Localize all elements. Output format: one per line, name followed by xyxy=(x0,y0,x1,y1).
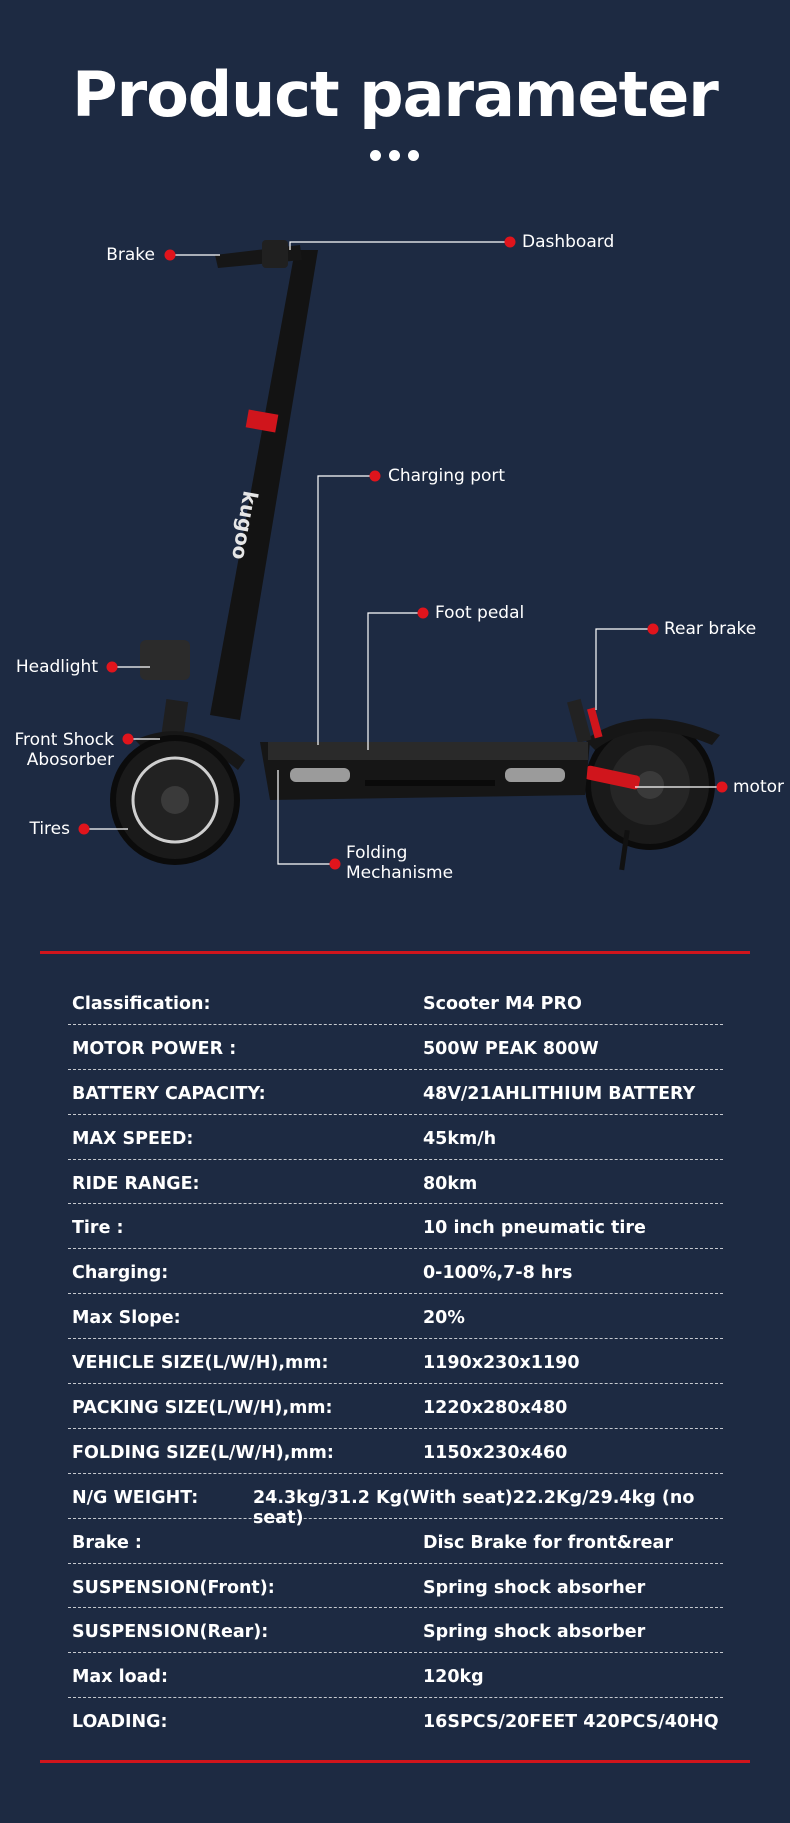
stem-icon xyxy=(210,250,318,720)
spec-row: Classification: Scooter M4 PRO xyxy=(68,980,723,1025)
scooter-illustration: kugoo xyxy=(78,236,728,871)
label-folding: Folding Mechanisme xyxy=(346,843,453,883)
label-brake: Brake xyxy=(106,245,155,265)
spec-key: N/G WEIGHT: xyxy=(72,1487,199,1508)
spec-value: Disc Brake for front&rear xyxy=(423,1532,673,1553)
spec-row: SUSPENSION(Front): Spring shock absorher xyxy=(68,1564,723,1609)
spec-value: 45km/h xyxy=(423,1128,497,1149)
spec-row: LOADING: 16SPCS/20FEET 420PCS/40HQ xyxy=(68,1698,723,1742)
divider-top xyxy=(40,951,750,954)
rear-wheel-icon xyxy=(585,720,715,850)
spec-value: Spring shock absorber xyxy=(423,1622,646,1643)
spec-row: PACKING SIZE(L/W/H),mm: 1220x280x480 xyxy=(68,1384,723,1429)
spec-value: 500W PEAK 800W xyxy=(423,1038,599,1059)
rear-suspension-icon xyxy=(584,765,641,790)
scooter-diagram: kugoo xyxy=(0,0,790,900)
spec-key: Max Slope: xyxy=(72,1308,181,1329)
spec-value: Scooter M4 PRO xyxy=(423,994,582,1014)
spec-key: SUSPENSION(Rear): xyxy=(72,1622,269,1643)
spec-row: RIDE RANGE: 80km xyxy=(68,1160,723,1205)
spec-value: 24.3kg/31.2 Kg(With seat)22.2Kg/29.4kg (… xyxy=(253,1487,695,1528)
spec-row: FOLDING SIZE(L/W/H),mm: 1150x230x460 xyxy=(68,1429,723,1474)
label-front-shock: Front Shock Abosorber xyxy=(0,730,114,770)
spec-key: Max load: xyxy=(72,1667,168,1688)
spec-key: Brake : xyxy=(72,1532,142,1553)
rear-brake-icon xyxy=(567,698,592,744)
spec-row: Tire : 10 inch pneumatic tire xyxy=(68,1204,723,1250)
spec-key: Classification: xyxy=(72,994,211,1014)
spec-value: 120kg xyxy=(423,1667,484,1688)
spec-key: PACKING SIZE(L/W/H),mm: xyxy=(72,1398,333,1419)
dot-icon xyxy=(408,150,419,161)
spec-value: 16SPCS/20FEET 420PCS/40HQ xyxy=(423,1712,719,1733)
spec-key: BATTERY CAPACITY: xyxy=(72,1083,266,1104)
label-tires: Tires xyxy=(29,819,70,839)
rear-fender-icon xyxy=(585,718,720,750)
label-front-shock-line2: Abosorber xyxy=(26,750,114,770)
spec-key: SUSPENSION(Front): xyxy=(72,1577,275,1598)
spec-row: Brake : Disc Brake for front&rear xyxy=(68,1519,723,1564)
label-motor: motor xyxy=(733,777,785,797)
spec-value: 10 inch pneumatic tire xyxy=(423,1218,646,1239)
spec-row: MOTOR POWER : 500W PEAK 800W xyxy=(68,1025,723,1070)
divider-bottom xyxy=(40,1760,750,1763)
spec-row: SUSPENSION(Rear): Spring shock absorber xyxy=(68,1608,723,1654)
label-front-shock-line1: Front Shock xyxy=(14,730,114,750)
front-wheel-icon xyxy=(110,735,240,865)
spec-key: RIDE RANGE: xyxy=(72,1173,200,1194)
spec-row: Max Slope: 20% xyxy=(68,1294,723,1340)
headlight-icon xyxy=(140,640,190,680)
dot-icon xyxy=(370,150,381,161)
spec-key: Tire : xyxy=(72,1218,124,1239)
label-charging-port: Charging port xyxy=(388,466,506,486)
spec-value: 0-100%,7-8 hrs xyxy=(423,1263,573,1284)
spec-key: VEHICLE SIZE(L/W/H),mm: xyxy=(72,1353,329,1374)
spec-row: MAX SPEED: 45km/h xyxy=(68,1115,723,1160)
spec-row: Max load: 120kg xyxy=(68,1653,723,1699)
spec-table: Classification: Scooter M4 PRO MOTOR POWE… xyxy=(68,980,723,1742)
spec-value: 80km xyxy=(423,1173,478,1194)
decorative-dots xyxy=(370,150,422,162)
spec-value: 20% xyxy=(423,1308,465,1329)
handlebar-icon xyxy=(215,245,302,268)
spec-row: Charging: 0-100%,7-8 hrs xyxy=(68,1249,723,1295)
label-folding-line2: Mechanisme xyxy=(346,863,454,883)
label-foot-pedal: Foot pedal xyxy=(435,603,525,623)
spec-row: N/G WEIGHT: 24.3kg/31.2 Kg(With seat)22.2… xyxy=(68,1474,723,1528)
spec-key: FOLDING SIZE(L/W/H),mm: xyxy=(72,1442,334,1463)
label-rear-brake: Rear brake xyxy=(664,619,757,639)
spec-row: BATTERY CAPACITY: 48V/21AHLITHIUM BATTERY xyxy=(68,1070,723,1115)
spec-value: Spring shock absorher xyxy=(423,1577,646,1598)
spec-value: 1150x230x460 xyxy=(423,1442,568,1463)
dot-icon xyxy=(389,150,400,161)
spec-value: 1190x230x1190 xyxy=(423,1353,580,1374)
label-headlight: Headlight xyxy=(15,657,98,677)
spec-key: LOADING: xyxy=(72,1712,168,1733)
label-dashboard: Dashboard xyxy=(522,232,615,252)
spec-value: 48V/21AHLITHIUM BATTERY xyxy=(423,1083,696,1104)
label-folding-line1: Folding xyxy=(346,843,408,863)
page-title: Product parameter xyxy=(72,58,719,131)
spec-key: MAX SPEED: xyxy=(72,1128,194,1149)
spec-key: MOTOR POWER : xyxy=(72,1038,237,1059)
spec-value: 1220x280x480 xyxy=(423,1398,568,1419)
spec-key: Charging: xyxy=(72,1263,169,1284)
spec-row: VEHICLE SIZE(L/W/H),mm: 1190x230x1190 xyxy=(68,1339,723,1385)
